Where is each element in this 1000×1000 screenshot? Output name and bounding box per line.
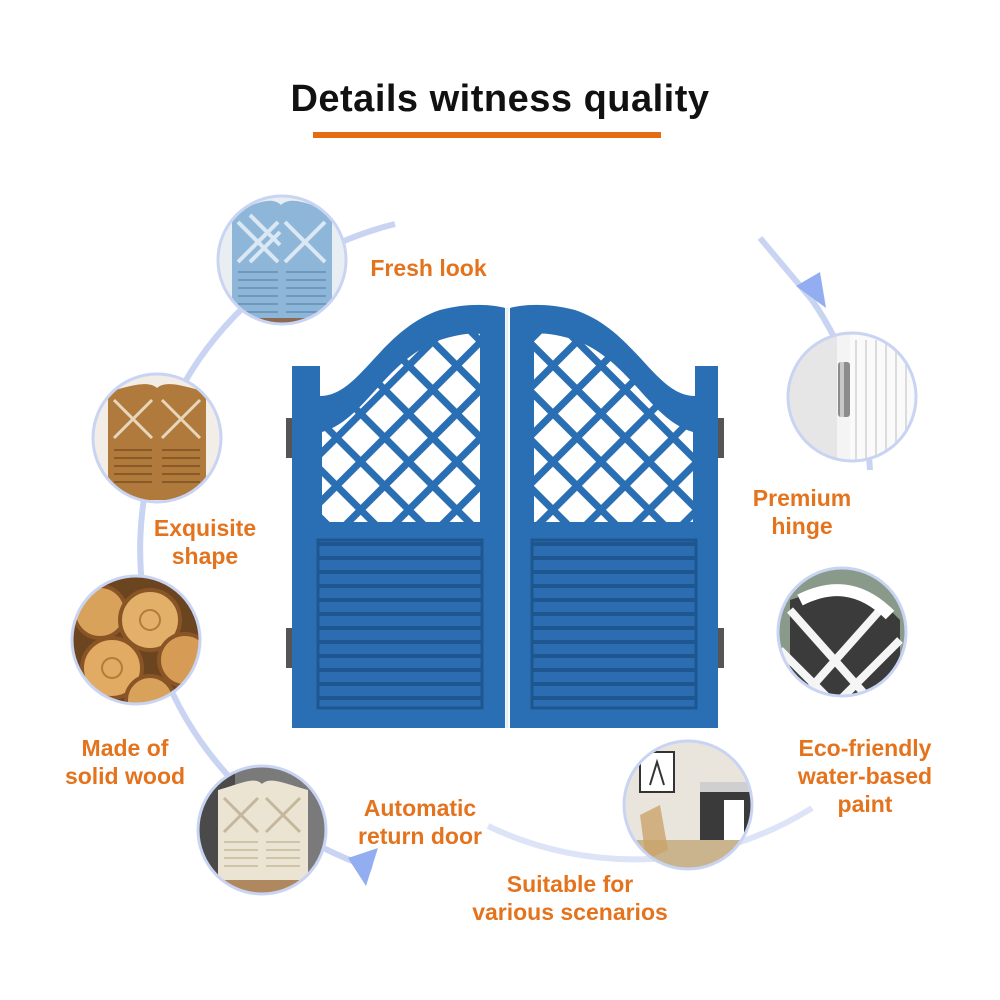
white-saloon-door-photo — [196, 764, 328, 896]
label-line: water-based — [797, 763, 933, 789]
label-line: Automatic — [363, 795, 477, 821]
label-line: Premium — [752, 485, 852, 511]
label-line: solid wood — [64, 763, 186, 789]
label-exquisite-shape: Exquisite shape — [130, 514, 280, 570]
label-solid-wood: Made of solid wood — [40, 734, 210, 790]
white-lattice-detail-photo — [776, 566, 908, 698]
label-fresh-look: Fresh look — [356, 254, 501, 282]
label-eco-friendly-paint: Eco-friendly water-based paint — [770, 734, 960, 818]
page-title: Details witness quality — [290, 78, 710, 120]
label-automatic-return-door: Automatic return door — [335, 794, 505, 850]
label-line: various scenarios — [472, 899, 668, 925]
blue-saloon-door-image — [286, 304, 724, 728]
label-line: Suitable for — [506, 871, 634, 897]
label-various-scenarios: Suitable for various scenarios — [450, 870, 690, 926]
door-hinge-photo — [786, 331, 918, 463]
label-line: paint — [837, 791, 893, 817]
label-line: Fresh look — [370, 255, 487, 281]
arrow-down-right-icon — [796, 272, 826, 308]
kitchen-scene-photo — [622, 739, 754, 871]
light-blue-saloon-door-photo — [216, 194, 348, 326]
label-line: return door — [358, 823, 482, 849]
label-line: Exquisite — [153, 515, 257, 541]
title-underline — [313, 132, 661, 138]
label-line: shape — [171, 543, 239, 569]
label-premium-hinge: Premium hinge — [722, 484, 882, 540]
label-line: hinge — [771, 513, 833, 539]
brown-saloon-door-photo — [91, 372, 223, 504]
arrow-left-icon — [348, 848, 378, 886]
label-line: Eco-friendly — [798, 735, 932, 761]
wood-logs-photo — [70, 574, 202, 706]
label-line: Made of — [81, 735, 169, 761]
